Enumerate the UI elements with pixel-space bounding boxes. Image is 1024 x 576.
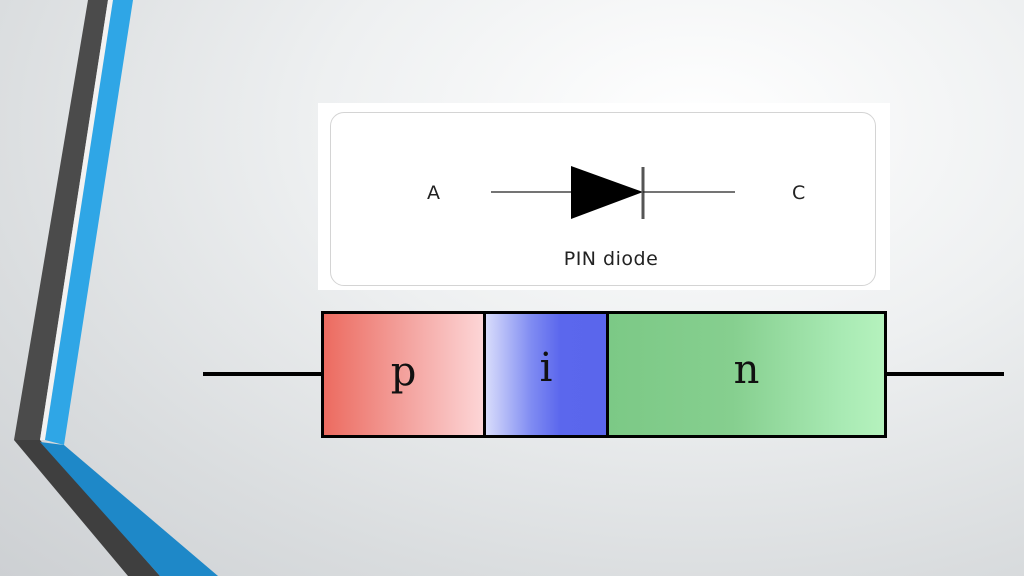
- region-n: n: [609, 314, 884, 435]
- pin-structure: p i n: [321, 311, 887, 438]
- diode-symbol-card: A C PIN diode: [318, 103, 890, 290]
- symbol-caption: PIN diode: [563, 248, 659, 270]
- diode-symbol-icon: [491, 166, 735, 219]
- symbol-card-border: A C PIN diode: [330, 112, 876, 286]
- region-n-label: n: [733, 347, 760, 393]
- decor-white-gap: [40, 0, 113, 440]
- diode-triangle: [571, 166, 643, 219]
- left-lead-wire: [203, 372, 323, 376]
- decor-blue-stripe: [45, 0, 133, 445]
- region-p-label: p: [390, 349, 417, 395]
- cathode-label: C: [792, 182, 806, 204]
- right-lead-wire: [884, 372, 1004, 376]
- decor-dark-lower: [14, 440, 160, 576]
- anode-label: A: [427, 182, 440, 204]
- region-i: i: [483, 314, 609, 435]
- region-p: p: [324, 314, 483, 435]
- region-i-label: i: [539, 345, 553, 391]
- decor-dark-stripe: [14, 0, 108, 440]
- decor-blue-lower: [40, 442, 218, 576]
